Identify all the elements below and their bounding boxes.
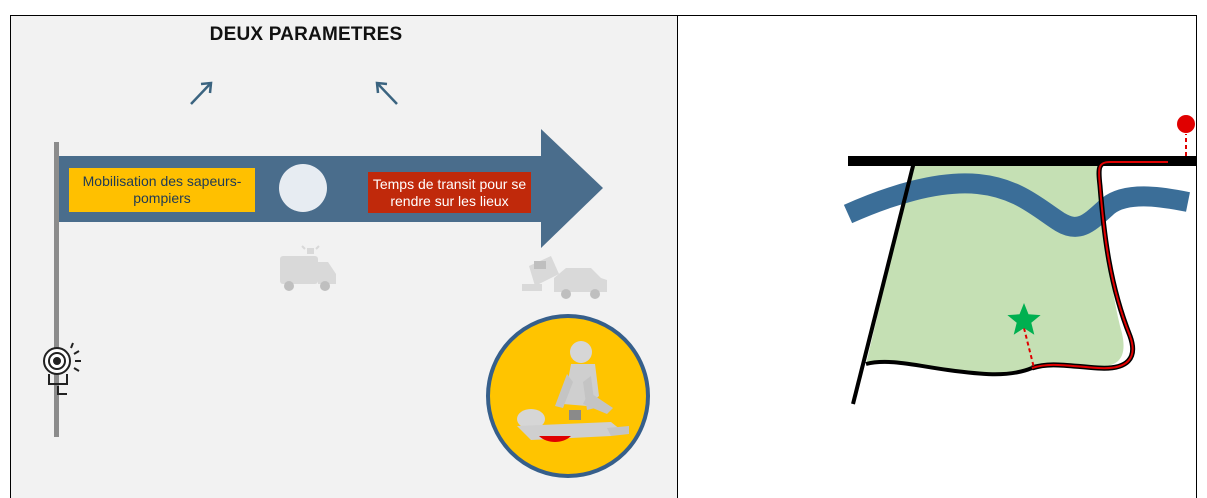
- mobilisation-box: Mobilisation des sapeurs-pompiers: [69, 168, 255, 212]
- cpr-rescue-icon: [488, 316, 648, 476]
- milestone-circle: [279, 164, 327, 212]
- transit-time-box: Temps de transit pour se rendre sur les …: [368, 172, 531, 213]
- ambulance-icon: [280, 246, 336, 291]
- up-arrow-icon: [377, 83, 397, 104]
- diagram-title: DEUX PARAMETRES: [11, 24, 601, 46]
- up-arrow-icon: [191, 83, 211, 104]
- map-graphic: [678, 16, 1196, 498]
- left-panel: DEUX PARAMETRES Mobilisation des sapeurs…: [11, 16, 677, 498]
- location-pin-icon: [1177, 115, 1195, 156]
- car-crash-icon: [522, 256, 607, 299]
- timeline-graphic: [11, 16, 677, 498]
- right-panel: [678, 16, 1196, 498]
- alarm-siren-icon: [44, 343, 81, 394]
